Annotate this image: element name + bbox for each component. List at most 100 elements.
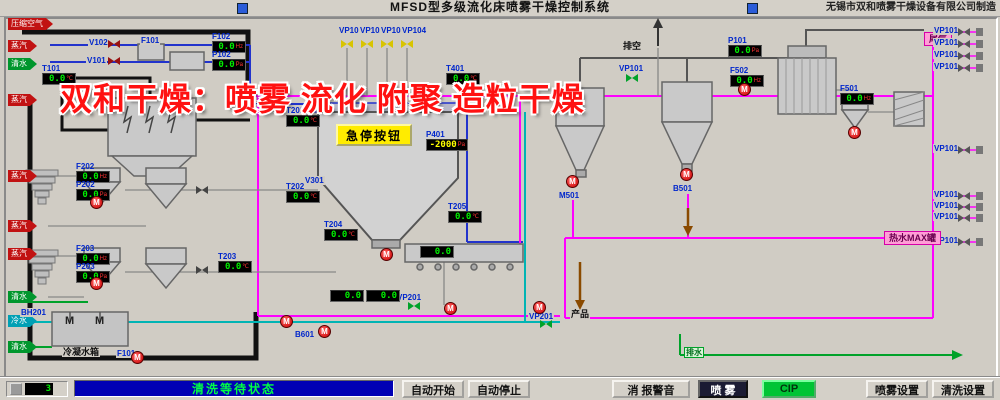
alarm-mute-button[interactable]: 消 报警音	[612, 380, 690, 398]
cyclone-hopper-2	[660, 81, 714, 172]
display-value: 0.0	[420, 237, 454, 258]
cip-button[interactable]: CIP	[762, 380, 816, 398]
display-value: 0.0	[330, 290, 364, 302]
valve-icon[interactable]	[108, 57, 120, 66]
pump-icon[interactable]: M	[131, 351, 144, 364]
tag-VP103: VP103	[380, 26, 407, 35]
valve-icon[interactable]	[958, 40, 970, 49]
pump-icon[interactable]: M	[318, 325, 331, 338]
display-label	[330, 281, 364, 290]
flow-label: 压缩空气	[8, 18, 53, 30]
flow-label: 清水	[8, 341, 37, 353]
emergency-stop-button[interactable]: 急停按钮	[336, 124, 412, 146]
display-value: 0.0℃	[448, 211, 482, 223]
valve-icon[interactable]	[958, 203, 970, 212]
pump-icon[interactable]: M	[444, 302, 457, 315]
display-label: F202	[76, 162, 95, 171]
display-unit: ℃	[242, 264, 249, 270]
display-label: T201	[286, 106, 305, 115]
flow-label: 蒸汽	[8, 248, 37, 260]
valve-icon[interactable]	[958, 28, 970, 37]
valve-icon[interactable]	[540, 320, 552, 329]
valve-icon[interactable]	[361, 40, 373, 49]
status-bar: 清洗等待状态	[74, 380, 394, 397]
pump-icon[interactable]: M	[533, 301, 546, 314]
valve-icon[interactable]	[108, 40, 120, 49]
valve-icon[interactable]	[341, 40, 353, 49]
display-unit: Hz	[863, 96, 871, 102]
footer-counter-panel: 3	[6, 381, 68, 397]
spray-settings-button[interactable]: 喷雾设置	[866, 380, 928, 398]
display-label: P203	[76, 262, 95, 271]
pump-icon[interactable]: M	[738, 83, 751, 96]
exhaust-filter	[893, 91, 925, 127]
display-label: P401	[426, 130, 445, 139]
valve-icon[interactable]	[958, 64, 970, 73]
display-unit: ℃	[348, 232, 355, 238]
valve-icon[interactable]	[381, 40, 393, 49]
auto-stop-button[interactable]: 自动停止	[468, 380, 530, 398]
tag-VP101: VP101	[933, 50, 960, 59]
tag-VP101: VP101	[338, 26, 365, 35]
tag-F101: F101	[116, 349, 137, 358]
pump-icon[interactable]: M	[90, 196, 103, 209]
display-unit: ℃	[310, 118, 317, 124]
display-unit: ℃	[472, 214, 479, 220]
flow-label: 蒸汽	[8, 220, 37, 232]
display-unit: ℃	[66, 76, 73, 82]
display-value: 0.0℃	[324, 229, 358, 241]
display-value: 0.0	[420, 246, 454, 258]
display-value: 0.0	[330, 281, 364, 302]
valve-icon[interactable]	[196, 266, 208, 275]
valve-icon[interactable]	[408, 302, 420, 311]
valve-icon[interactable]	[401, 40, 413, 49]
display-unit: Pa	[751, 48, 759, 54]
tag-冷凝水箱: 冷凝水箱	[62, 347, 101, 357]
flow-label: 冷水	[8, 315, 37, 327]
pump-icon[interactable]: M	[680, 168, 693, 181]
tag-VP101: VP101	[933, 212, 960, 221]
tag-M: M	[65, 315, 75, 327]
display-unit: ℃	[310, 194, 317, 200]
tag-热水MAX罐: 热水MAX罐	[884, 231, 941, 245]
valve-icon[interactable]	[958, 52, 970, 61]
valve-icon[interactable]	[958, 214, 970, 223]
valve-icon[interactable]	[196, 186, 208, 195]
valve-icon[interactable]	[958, 238, 970, 247]
display-value: 0.0	[366, 281, 400, 302]
footer-menu-button[interactable]	[10, 383, 22, 395]
tag-F101: F101	[140, 36, 161, 45]
auto-start-button[interactable]: 自动开始	[402, 380, 464, 398]
valve-icon[interactable]	[626, 74, 638, 83]
tag-VP101: VP101	[933, 144, 960, 153]
cleaning-settings-button[interactable]: 清洗设置	[932, 380, 994, 398]
display-label: F502	[730, 66, 749, 75]
tag-M501: M501	[558, 191, 581, 200]
pump-icon[interactable]: M	[566, 175, 579, 188]
tag-VP201: VP201	[528, 312, 555, 321]
tag-V101: V101	[86, 56, 107, 65]
pump-icon[interactable]: M	[280, 315, 293, 328]
tag-产品: 产品	[570, 309, 591, 319]
valve-icon[interactable]	[958, 146, 970, 155]
flow-label: 清水	[8, 291, 37, 303]
tag-B601: B601	[294, 330, 316, 339]
pump-icon[interactable]: M	[848, 126, 861, 139]
pump-icon[interactable]: M	[380, 248, 393, 261]
tag-排水: 排水	[684, 347, 704, 358]
display-value: 0.0℃	[286, 115, 320, 127]
spray-button[interactable]: 喷 雾	[698, 380, 748, 398]
titlebar-icon	[237, 3, 248, 14]
valve-icon[interactable]	[958, 192, 970, 201]
titlebar-icon	[747, 3, 758, 14]
pump-icon[interactable]: M	[90, 277, 103, 290]
